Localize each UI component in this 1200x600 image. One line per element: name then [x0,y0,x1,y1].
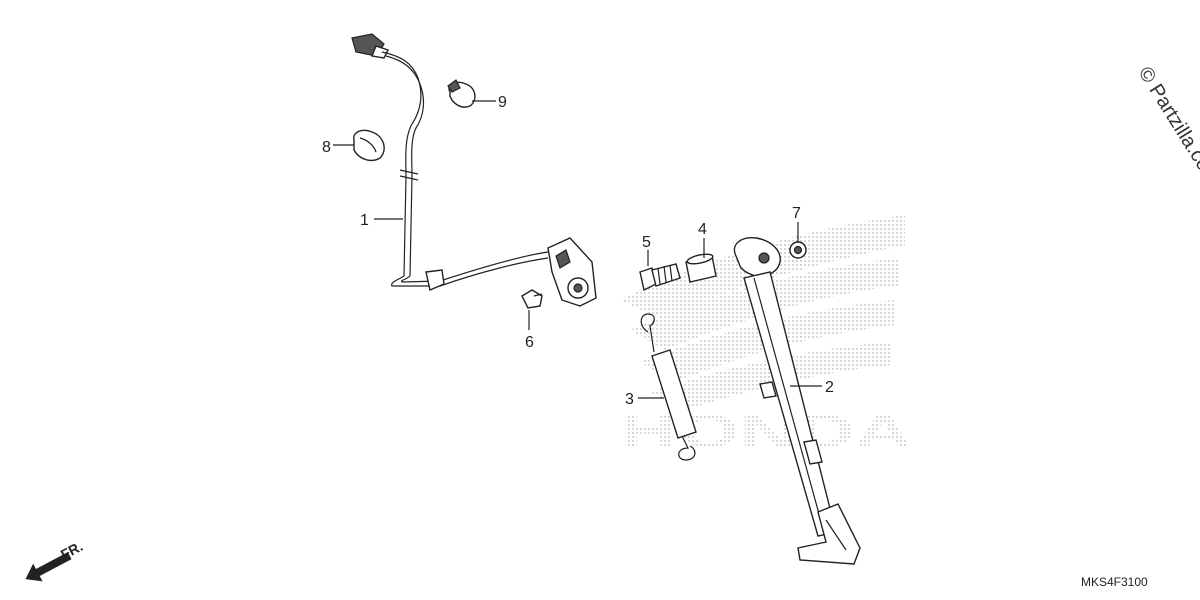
clamp-9 [447,79,476,108]
callout-9: 9 [498,94,507,111]
diagram-code: MKS4F3100 [1081,575,1148,589]
side-stand-switch-harness [351,33,597,307]
callout-7: 7 [792,205,801,222]
callout-6: 6 [525,334,534,351]
callout-3: 3 [625,391,634,408]
front-direction-indicator: FR. [25,538,85,582]
callout-8: 8 [322,139,331,156]
collar-4 [685,253,717,283]
arrow-left-icon [25,552,72,582]
grommet-8 [353,129,385,162]
callout-5: 5 [642,234,651,251]
side-stand-2 [733,237,861,565]
nut-7 [789,241,807,259]
bolt-5 [639,263,681,292]
callout-leaders [333,100,822,399]
bolt-6 [521,289,543,309]
callout-1: 1 [360,212,369,229]
callout-2: 2 [825,379,834,396]
callout-labels: 1 2 3 4 5 6 7 8 9 [322,94,834,408]
spring-3 [640,313,697,461]
callout-4: 4 [698,221,707,238]
honda-logo-text: HONDA [620,405,912,457]
watermark: © Partzilla.com [1134,63,1200,189]
